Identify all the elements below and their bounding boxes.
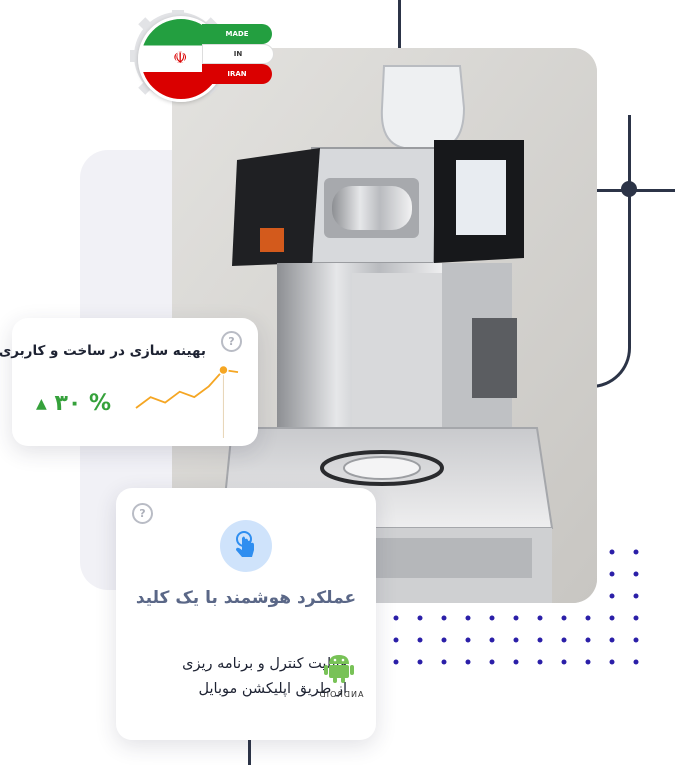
android-icon: [324, 655, 354, 683]
optimization-title: بهینه سازی در ساخت و کاربری: [0, 343, 206, 359]
badge-in-label: IN: [202, 44, 274, 64]
stat-number: ۳۰ %: [54, 391, 112, 416]
android-logo: ANDROID: [316, 650, 366, 706]
feature-line-2: از طریق اپلیکشن موبایل: [198, 681, 347, 697]
chart-series-line: [135, 369, 239, 409]
badge-country-label: IRAN: [202, 64, 272, 84]
chart-highlight-point: [218, 364, 229, 376]
top-connector-line: [398, 0, 401, 48]
stat-value: ▲ ۳۰ %: [36, 391, 111, 416]
help-icon[interactable]: ?: [132, 503, 153, 524]
android-label: ANDROID: [318, 690, 364, 699]
bottom-connector-line: [248, 740, 251, 765]
help-icon[interactable]: ?: [221, 331, 242, 352]
optimization-card: ? بهینه سازی در ساخت و کاربری ▲ ۳۰ %: [0, 318, 258, 446]
touch-icon: [220, 520, 272, 572]
smart-operation-title: عملکرد هوشمند با یک کلید: [135, 588, 357, 608]
feature-line-1: قابلیت کنترل و برنامه ریزی: [182, 656, 347, 672]
trend-chart: [135, 364, 239, 438]
up-arrow-icon: ▲: [36, 396, 47, 412]
badge-made-label: MADE: [202, 24, 272, 44]
dot-grid-decoration: [393, 549, 639, 665]
right-connector-dot: [621, 181, 637, 197]
